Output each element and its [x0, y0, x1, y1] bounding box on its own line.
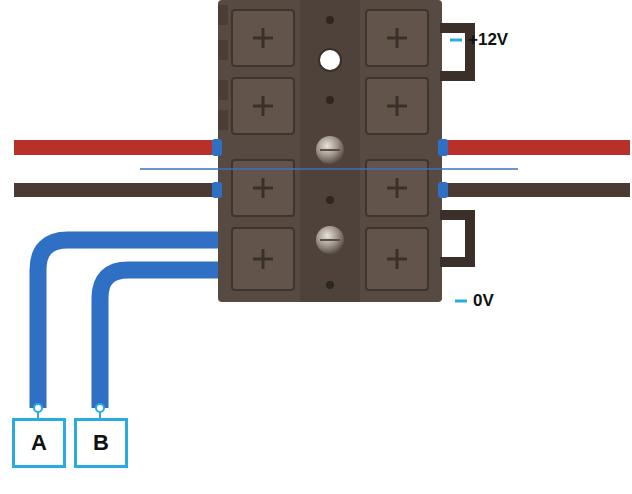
callout-box: B: [74, 418, 128, 468]
red-wire: [14, 140, 224, 155]
screw: [316, 136, 344, 164]
voltage-label: 0V: [473, 291, 494, 311]
blue-wire: [100, 270, 226, 408]
red-wire: [436, 140, 630, 155]
callout-letter: A: [31, 430, 47, 456]
terminal-block: [218, 0, 442, 302]
jumper-link: [440, 215, 470, 262]
jumper-link: [440, 28, 470, 76]
wire-dot: [96, 404, 104, 412]
level-line: [140, 168, 518, 170]
callout-box: A: [12, 418, 66, 468]
brown-wire: [14, 183, 224, 197]
leader-dash: [450, 39, 462, 42]
voltage-label: +12V: [468, 30, 508, 50]
wire-dot: [34, 404, 42, 412]
blue-wire: [38, 240, 226, 408]
brown-wire: [436, 183, 630, 197]
callout-letter: B: [93, 430, 109, 456]
leader-dash: [455, 300, 467, 303]
screw: [316, 226, 344, 254]
